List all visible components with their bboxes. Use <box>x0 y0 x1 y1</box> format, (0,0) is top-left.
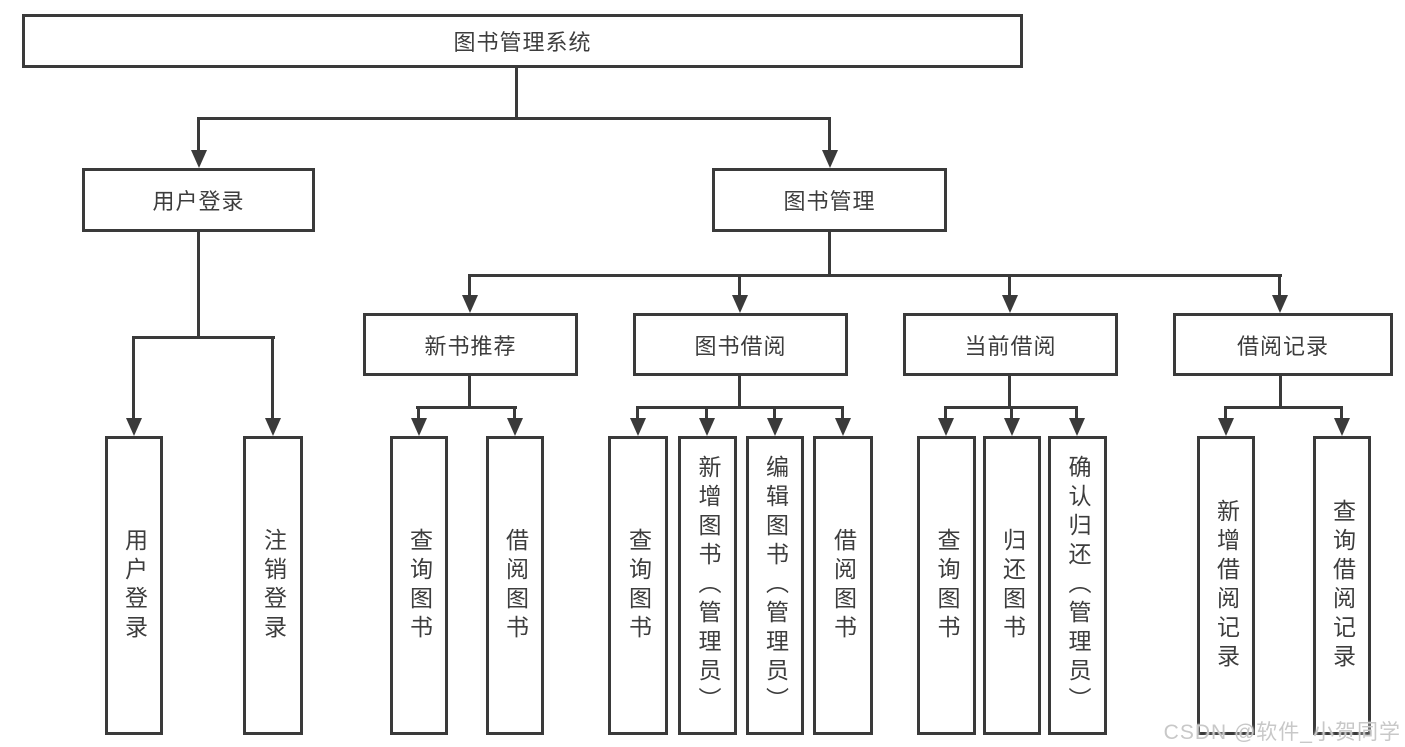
connector-root-branch <box>197 117 831 120</box>
connector-arrow-stem <box>417 406 420 420</box>
connector-arrow-stem <box>132 336 135 420</box>
node-user-login: 用户登录 <box>82 168 315 232</box>
arrow-down-icon <box>126 418 142 436</box>
connector-arrow-stem <box>1340 406 1343 420</box>
node-new-book-recommend: 新书推荐 <box>363 313 578 376</box>
arrow-down-icon <box>699 418 715 436</box>
connector-arrow-stem <box>1278 274 1281 298</box>
arrow-down-icon <box>1272 295 1288 313</box>
leaf-current-confirm-return-admin: 确认归还（管理员） <box>1048 436 1107 735</box>
connector-arrow-stem <box>1010 406 1013 420</box>
connector-root-stem <box>515 68 518 117</box>
connector-book-mgmt-stem <box>828 230 831 274</box>
connector-current-borrow-stem <box>1008 374 1011 406</box>
connector-arrow-stem <box>944 406 947 420</box>
leaf-rec-query-book: 查询图书 <box>390 436 448 735</box>
connector-arrow-stem <box>1224 406 1227 420</box>
connector-user-login-stem <box>197 230 200 336</box>
connector-arrow-stem <box>841 406 844 420</box>
node-book-management: 图书管理 <box>712 168 947 232</box>
csdn-watermark: CSDN @软件_小贺同学 <box>1163 721 1401 744</box>
connector-arrow-stem <box>271 336 274 420</box>
connector-arrow-stem <box>197 117 200 151</box>
arrow-down-icon <box>1069 418 1085 436</box>
arrow-down-icon <box>732 295 748 313</box>
leaf-current-query-book: 查询图书 <box>917 436 976 735</box>
arrow-down-icon <box>507 418 523 436</box>
arrow-down-icon <box>411 418 427 436</box>
arrow-down-icon <box>462 295 478 313</box>
arrow-down-icon <box>191 150 207 168</box>
node-borrowing-records: 借阅记录 <box>1173 313 1393 376</box>
connector-user-login-branch <box>132 336 275 339</box>
leaf-borrow-borrow-book: 借阅图书 <box>813 436 873 735</box>
arrow-down-icon <box>835 418 851 436</box>
arrow-down-icon <box>767 418 783 436</box>
leaf-rec-borrow-book: 借阅图书 <box>486 436 544 735</box>
leaf-borrow-edit-book-admin: 编辑图书（管理员） <box>746 436 804 735</box>
node-root-library-management-system: 图书管理系统 <box>22 14 1023 68</box>
leaf-user-login: 用户登录 <box>105 436 163 735</box>
connector-arrow-stem <box>828 117 831 151</box>
arrow-down-icon <box>630 418 646 436</box>
connector-book-mgmt-branch <box>468 274 1282 277</box>
arrow-down-icon <box>265 418 281 436</box>
connector-arrow-stem <box>705 406 708 420</box>
leaf-records-add-record: 新增借阅记录 <box>1197 436 1255 735</box>
leaf-records-query-record: 查询借阅记录 <box>1313 436 1371 735</box>
arrow-down-icon <box>938 418 954 436</box>
connector-arrow-stem <box>513 406 516 420</box>
arrow-down-icon <box>1002 295 1018 313</box>
connector-new-book-rec-stem <box>468 374 471 406</box>
leaf-borrow-add-book-admin: 新增图书（管理员） <box>678 436 737 735</box>
connector-arrow-stem <box>773 406 776 420</box>
connector-arrow-stem <box>1008 274 1011 298</box>
connector-new-book-rec-branch <box>416 406 517 409</box>
connector-arrow-stem <box>468 274 471 298</box>
connector-book-borrow-stem <box>738 374 741 406</box>
arrow-down-icon <box>822 150 838 168</box>
connector-borrow-records-stem <box>1279 374 1282 406</box>
arrow-down-icon <box>1004 418 1020 436</box>
leaf-borrow-query-book: 查询图书 <box>608 436 668 735</box>
connector-book-borrow-branch <box>636 406 844 409</box>
leaf-current-return-book: 归还图书 <box>983 436 1041 735</box>
arrow-down-icon <box>1218 418 1234 436</box>
leaf-logout: 注销登录 <box>243 436 303 735</box>
connector-arrow-stem <box>636 406 639 420</box>
node-current-borrowing: 当前借阅 <box>903 313 1118 376</box>
connector-arrow-stem <box>738 274 741 298</box>
connector-arrow-stem <box>1075 406 1078 420</box>
arrow-down-icon <box>1334 418 1350 436</box>
node-book-borrowing: 图书借阅 <box>633 313 848 376</box>
connector-borrow-records-branch <box>1224 406 1343 409</box>
